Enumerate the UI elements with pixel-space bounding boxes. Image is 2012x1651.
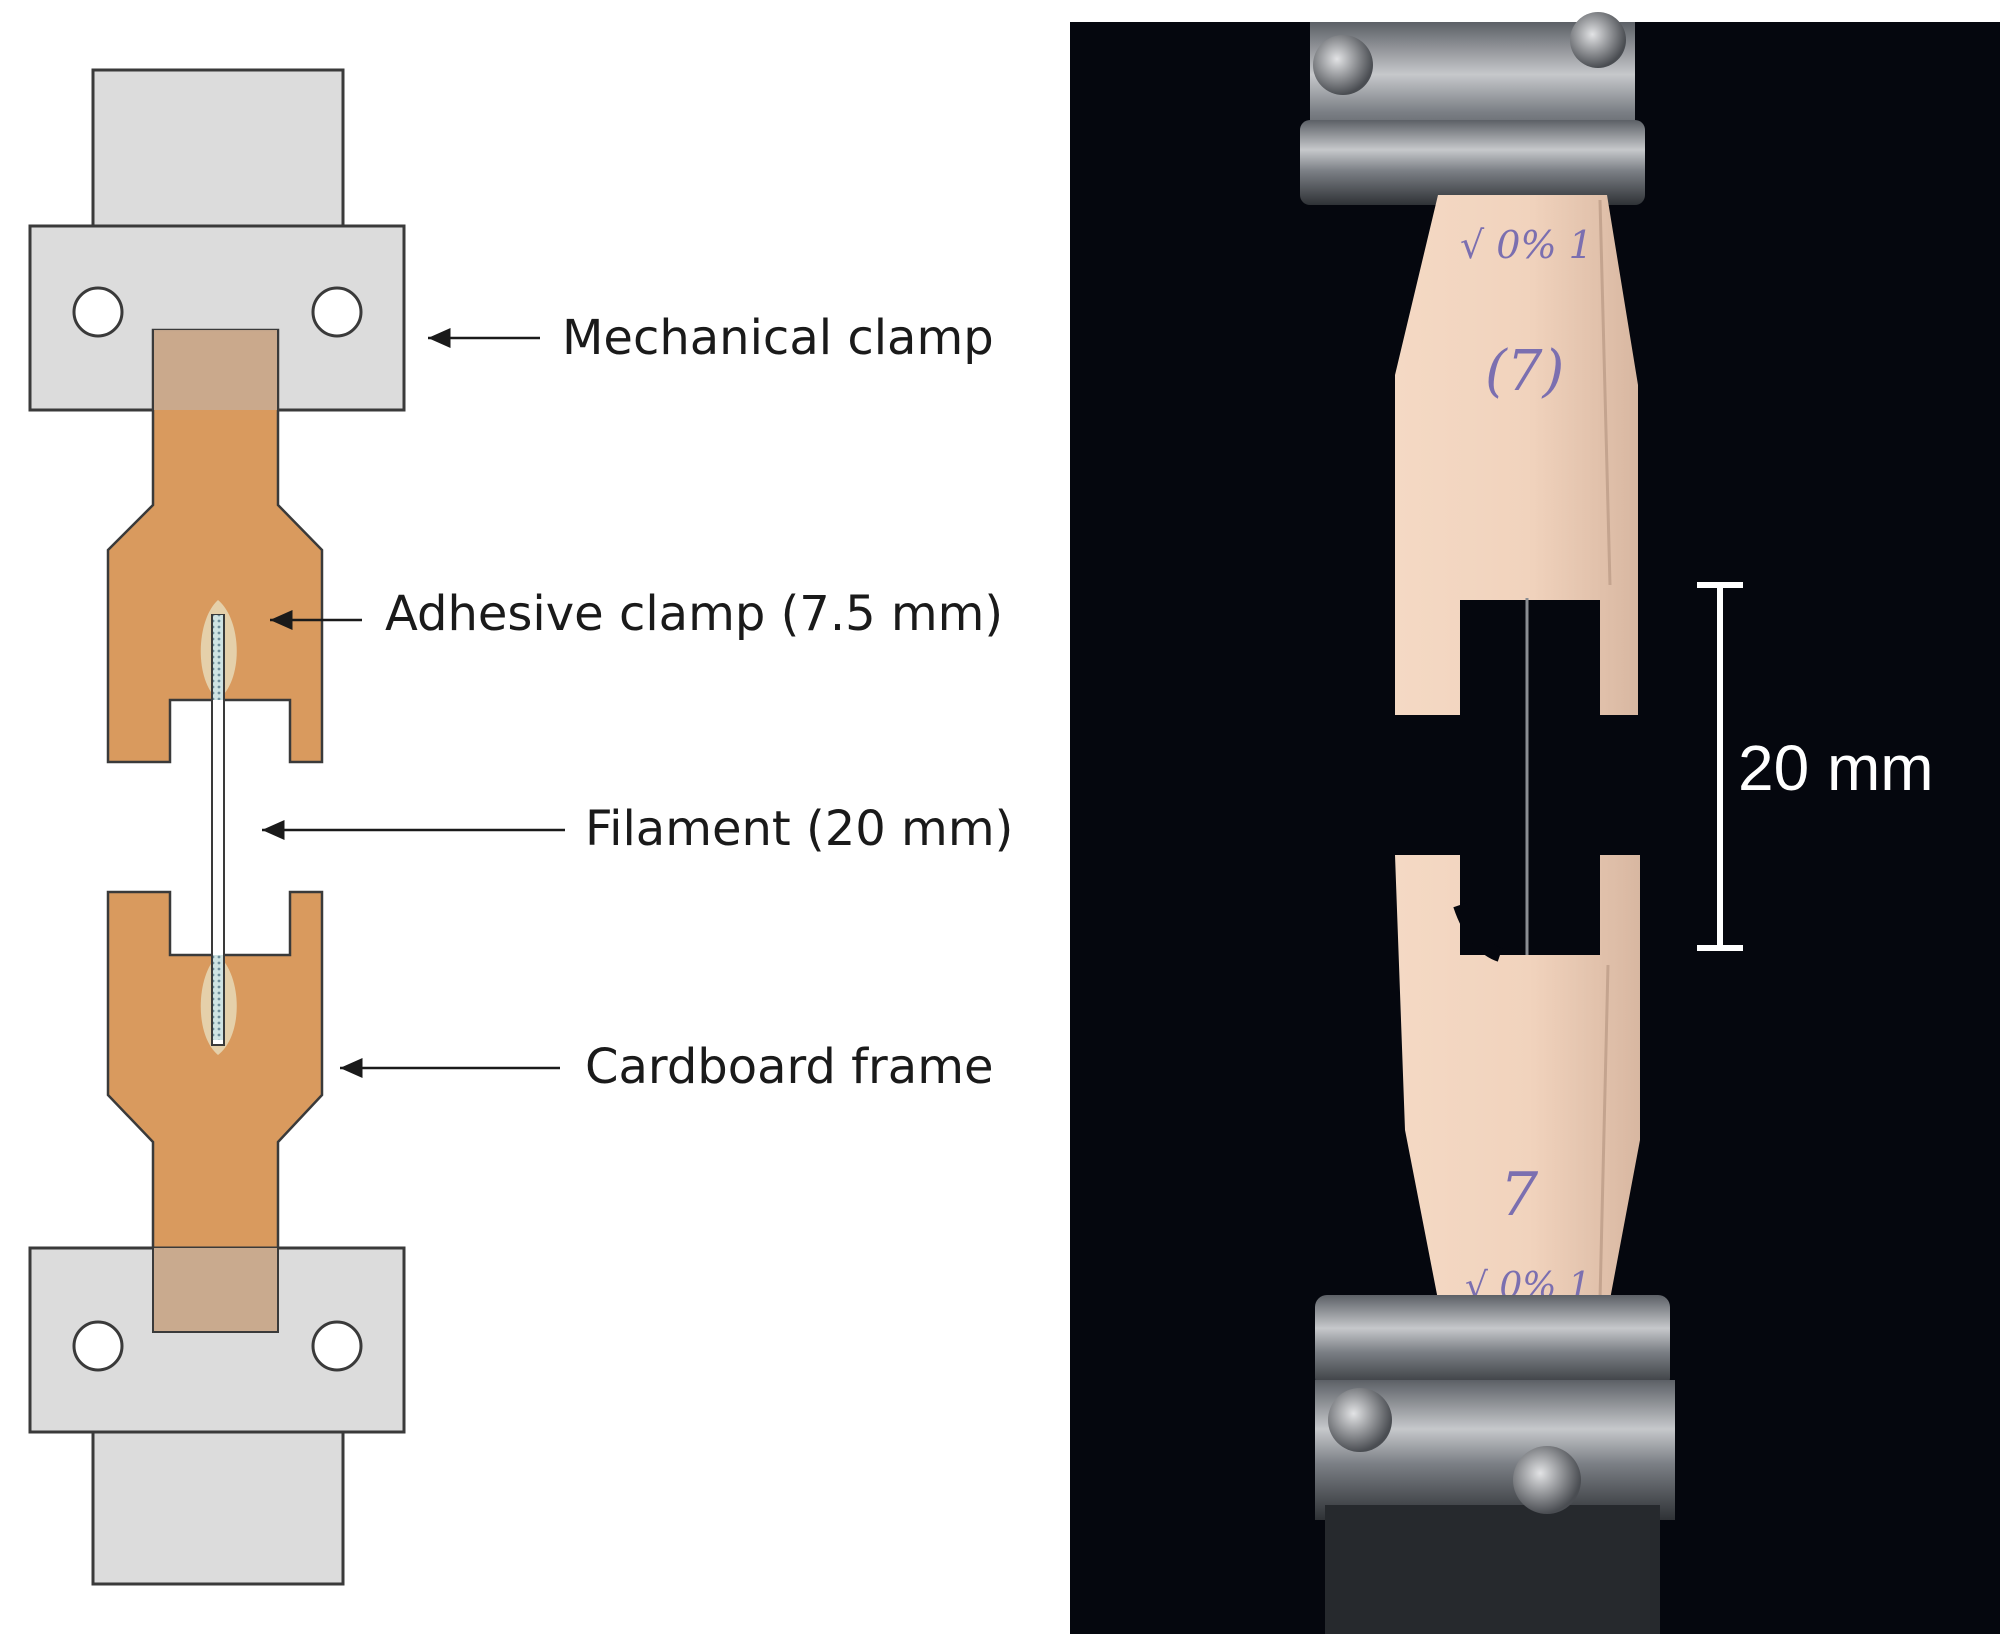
photo-top-grip (1300, 12, 1645, 205)
photo-bottom-bolt-left (1328, 1388, 1392, 1452)
photo-bottom-bolt-right (1513, 1446, 1581, 1514)
label-filament: Filament (20 mm) (585, 801, 1013, 857)
top-grip-shaft (91, 68, 345, 230)
label-adhesive-clamp: Adhesive clamp (7.5 mm) (385, 586, 1003, 642)
photo-top-bolt-left (1313, 35, 1373, 95)
schematic-diagram: Mechanical clamp Adhesive clamp (7.5 mm)… (28, 68, 1013, 1586)
photo-mark-bottom-number: 7 (1500, 1160, 1539, 1230)
photo-mark-top-number: (7) (1485, 339, 1564, 404)
photo-cardboard-bottom (1395, 855, 1640, 1310)
photo-bottom-grip (1315, 1295, 1675, 1634)
top-clamp-overlap (153, 330, 278, 410)
top-clamp-bolt-hole-right (311, 286, 363, 338)
cardboard-frame-bottom (106, 890, 324, 1252)
bottom-clamp-overlap (153, 1248, 278, 1332)
photo-cardboard-top (1395, 195, 1638, 715)
cardboard-frame-top (106, 328, 324, 764)
scale-bar (1697, 582, 1743, 951)
label-cardboard-frame: Cardboard frame (585, 1039, 994, 1095)
label-mechanical-clamp: Mechanical clamp (562, 310, 994, 366)
scale-bar-label: 20 mm (1738, 732, 1934, 804)
tensile-test-photo: √ 0% 1 (7) 7 √ 0% 1 20 mm (1070, 12, 2000, 1634)
photo-top-bolt-right (1570, 12, 1626, 68)
filament-glued-bottom (213, 955, 223, 1040)
top-clamp-bolt-hole-left (72, 286, 124, 338)
bottom-clamp-bolt-hole-left (72, 1320, 124, 1372)
bottom-clamp-bolt-hole-right (311, 1320, 363, 1372)
photo-mark-top-code: √ 0% 1 (1460, 223, 1593, 267)
filament-glued-top (213, 615, 223, 700)
bottom-grip-shaft (91, 1430, 345, 1586)
